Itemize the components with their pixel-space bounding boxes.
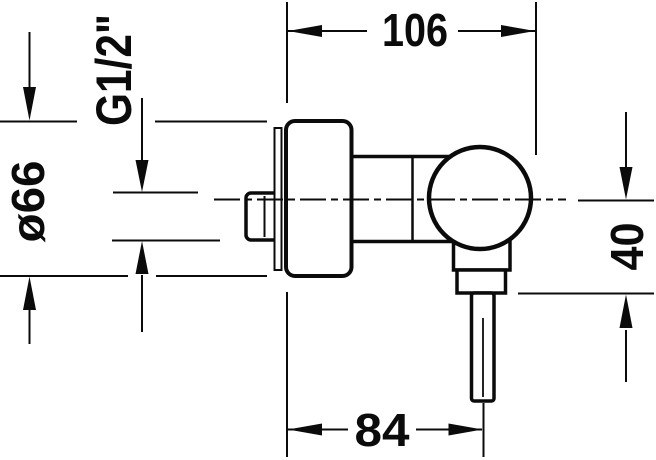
mixer-side-view	[244, 119, 534, 403]
handle-base-step-2	[455, 268, 508, 295]
horizontal-centerline	[214, 198, 654, 202]
dim-thread-label: G1/2"	[86, 14, 142, 126]
dim-overall-depth-label: 106	[382, 4, 448, 56]
arrow-up-icon	[619, 294, 633, 328]
arrow-right-icon	[501, 25, 535, 37]
dimension-flange-diameter: ø66	[0, 32, 267, 344]
dimension-thread-size: G1/2"	[86, 14, 220, 332]
dim-lower-depth-label: 84	[355, 404, 410, 456]
dim-handle-height-label: 40	[601, 223, 653, 271]
arrow-up-icon	[23, 276, 36, 310]
arrow-left-icon	[288, 25, 322, 37]
arrow-left-icon	[288, 423, 322, 436]
arrow-down-icon	[135, 160, 149, 192]
dimension-lower-depth: 84	[286, 292, 485, 457]
arrow-down-icon	[619, 167, 633, 200]
dim-flange-diameter-label: ø66	[2, 161, 54, 243]
arrow-up-icon	[135, 241, 149, 274]
valve-knob-circle	[426, 144, 534, 252]
dimension-overall-depth: 106	[286, 2, 537, 155]
arrow-right-icon	[448, 423, 483, 436]
dimension-handle-height: 40	[518, 112, 654, 382]
arrow-down-icon	[23, 87, 36, 121]
